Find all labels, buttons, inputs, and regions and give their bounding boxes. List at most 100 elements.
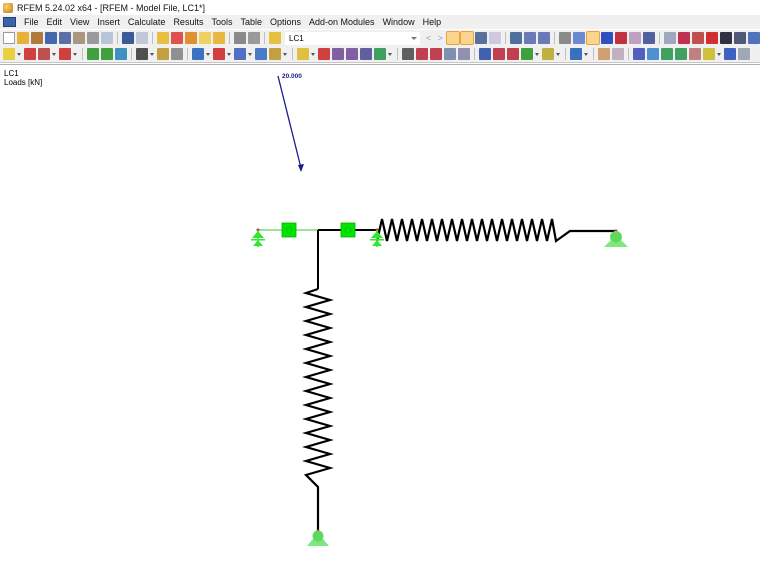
free-load-icon[interactable] [360,48,372,60]
zoom-all-icon[interactable] [430,48,442,60]
member-icon[interactable] [136,48,148,60]
zoom-window-icon[interactable] [416,48,428,60]
open-folder-icon[interactable] [17,32,29,44]
cut-icon[interactable] [647,48,659,60]
view-iso-icon[interactable] [643,32,656,44]
open-archive-icon[interactable] [31,32,43,44]
rendering-model-icon[interactable] [570,48,582,60]
chevron-down-icon[interactable] [73,48,78,60]
result-beam-icon[interactable] [675,48,687,60]
display-mode-icon[interactable] [542,48,554,60]
surface-support-icon[interactable] [115,48,127,60]
search-icon[interactable] [171,32,183,44]
filter-icon[interactable] [703,48,715,60]
imposed-deformation-icon[interactable] [374,48,386,60]
target-icon[interactable] [185,32,197,44]
deformation-icon[interactable] [510,32,523,44]
menu-results[interactable]: Results [173,17,204,27]
member-grid-icon[interactable] [171,48,183,60]
chevron-down-icon[interactable] [17,48,22,60]
menu-view[interactable]: View [70,17,90,27]
level-icon[interactable] [724,48,736,60]
menu-file[interactable]: File [24,17,39,27]
undo-icon[interactable] [122,32,134,44]
member-hinge-box[interactable] [340,222,356,238]
result-values-icon[interactable] [489,32,502,44]
nodal-support-icon[interactable] [87,48,99,60]
divide-line-icon[interactable] [38,48,50,60]
comment-line-icon[interactable] [612,48,624,60]
member-hinge-box[interactable] [281,222,297,238]
surface-load-icon[interactable] [332,48,344,60]
pinned-support-bottom[interactable] [307,529,329,547]
polyline-icon[interactable] [59,48,71,60]
print-icon[interactable] [87,32,99,44]
comment-icon[interactable] [199,32,211,44]
results-icon[interactable] [475,32,488,44]
chevron-down-icon[interactable] [248,48,253,60]
rendering-icon[interactable] [586,31,601,45]
display-nodes-icon[interactable] [664,32,677,44]
menu-table[interactable]: Table [240,17,262,27]
view-in-y-icon[interactable] [493,48,505,60]
menu-options[interactable]: Options [269,17,302,27]
menu-window[interactable]: Window [382,17,415,27]
view-3d-icon[interactable] [444,48,456,60]
chevron-down-icon[interactable] [717,48,722,60]
menu-tools[interactable]: Tools [211,17,233,27]
result-diagram-icon[interactable] [689,48,701,60]
snap-icon[interactable] [573,32,586,44]
view-window-icon[interactable] [458,48,470,60]
smooth-icon[interactable] [661,48,673,60]
menu-help[interactable]: Help [422,17,442,27]
select-icon[interactable] [402,48,414,60]
chevron-down-icon[interactable] [52,48,57,60]
edit-model-icon[interactable] [157,32,169,44]
show-load-values-icon[interactable] [460,31,475,45]
chevron-down-icon[interactable] [227,48,232,60]
tile-windows-icon[interactable] [738,48,750,60]
table-icon[interactable] [234,32,246,44]
roller-support-left[interactable] [251,228,265,248]
solid-icon[interactable] [234,48,246,60]
chevron-down-icon[interactable] [388,48,393,60]
chevron-down-icon[interactable] [535,48,540,60]
isometric-icon[interactable] [521,48,533,60]
chevron-down-icon[interactable] [409,33,419,44]
view-z-icon[interactable] [629,32,642,44]
chevron-down-icon[interactable] [584,48,589,60]
member-load-icon[interactable] [318,48,330,60]
next-load-case-button[interactable]: > [437,33,443,43]
load-case-combo[interactable]: LC1 [285,31,420,45]
menu-edit[interactable]: Edit [46,17,63,27]
horizontal-spring[interactable] [375,218,616,243]
surface-diagram-icon[interactable] [538,32,551,44]
display-members-icon[interactable] [692,32,705,44]
menu-calculate[interactable]: Calculate [127,17,166,27]
chevron-down-icon[interactable] [206,48,211,60]
cube-color-icon[interactable] [269,48,281,60]
view-in-x-icon[interactable] [479,48,491,60]
display-supports-icon[interactable] [678,32,691,44]
model-view-canvas[interactable]: LC1 Loads [kN] 20.000 [0,64,760,570]
chevron-down-icon[interactable] [311,48,316,60]
panel-icon[interactable] [248,32,260,44]
redo-icon[interactable] [136,32,148,44]
save-icon[interactable] [59,32,71,44]
nodal-load-arrow[interactable] [277,75,304,172]
print-preview-icon[interactable] [101,32,113,44]
dimension-icon[interactable] [598,48,610,60]
display-releases-icon[interactable] [706,32,719,44]
menu-insert[interactable]: Insert [97,17,120,27]
display-axes-icon[interactable] [720,32,733,44]
show-loads-icon[interactable] [446,31,461,45]
line-icon[interactable] [24,48,36,60]
chevron-down-icon[interactable] [556,48,561,60]
chevron-down-icon[interactable] [150,48,155,60]
previous-load-case-button[interactable]: < [425,33,432,43]
opening-icon[interactable] [213,48,225,60]
windows-icon[interactable] [213,32,225,44]
new-file-icon[interactable] [3,32,15,44]
nodal-load-icon[interactable] [297,48,309,60]
member-hinge-icon[interactable] [157,48,169,60]
